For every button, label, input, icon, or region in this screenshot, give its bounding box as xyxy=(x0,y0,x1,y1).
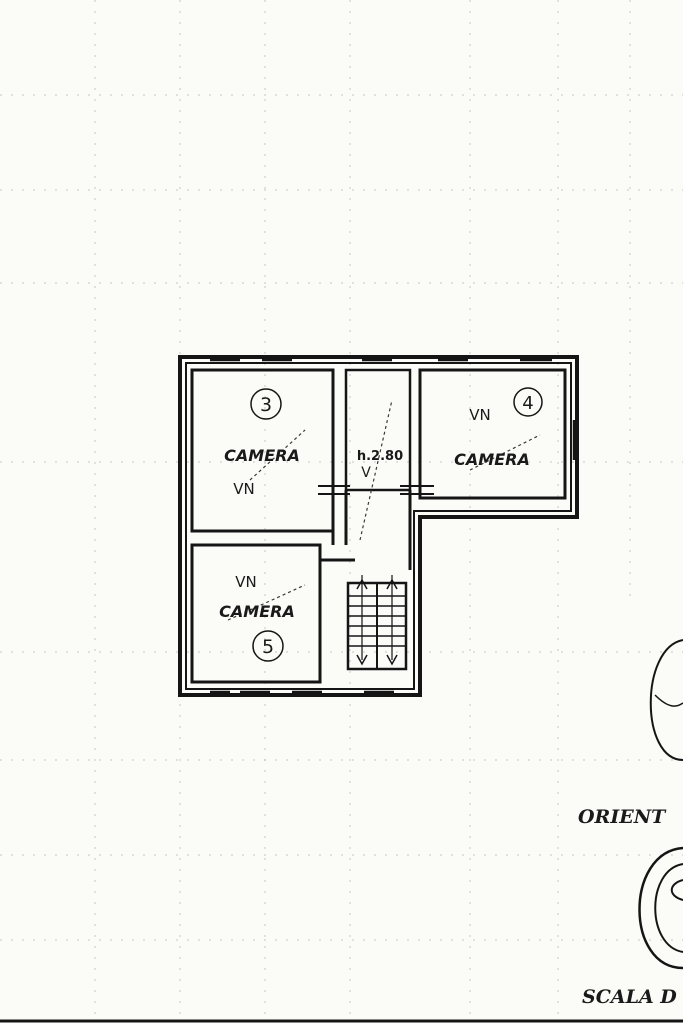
room-number: 4 xyxy=(522,393,533,414)
room-annotation: VN xyxy=(235,573,256,591)
room-4: 4 CAMERA VN xyxy=(454,387,543,469)
corridor: h.2.80 V xyxy=(357,449,403,481)
staircase xyxy=(346,575,408,671)
room-5: 5 CAMERA VN xyxy=(219,573,295,662)
room-name: CAMERA xyxy=(224,446,300,465)
room-name: CAMERA xyxy=(454,450,530,469)
orientation-caption: ORIENT xyxy=(578,806,667,828)
room-number-circle xyxy=(250,388,282,420)
room-annotation: VN xyxy=(233,480,254,498)
orientation-symbol xyxy=(649,639,683,761)
building-walls xyxy=(178,355,579,697)
scale-caption: SCALA D xyxy=(582,986,677,1008)
room-name: CAMERA xyxy=(219,602,295,621)
ceiling-height-label: h.2.80 xyxy=(357,449,403,464)
room-number: 3 xyxy=(260,394,272,416)
window-marks xyxy=(210,358,576,694)
room-number-circle xyxy=(252,630,284,662)
corridor-annotation: V xyxy=(361,465,371,481)
scale-symbol xyxy=(638,846,683,970)
room-number: 5 xyxy=(262,636,274,658)
door-marks xyxy=(318,485,434,495)
hatch-scribbles xyxy=(227,399,541,621)
room-annotation: VN xyxy=(469,406,490,424)
room-3: 3 CAMERA VN xyxy=(224,388,300,498)
room-number-circle xyxy=(513,387,543,417)
